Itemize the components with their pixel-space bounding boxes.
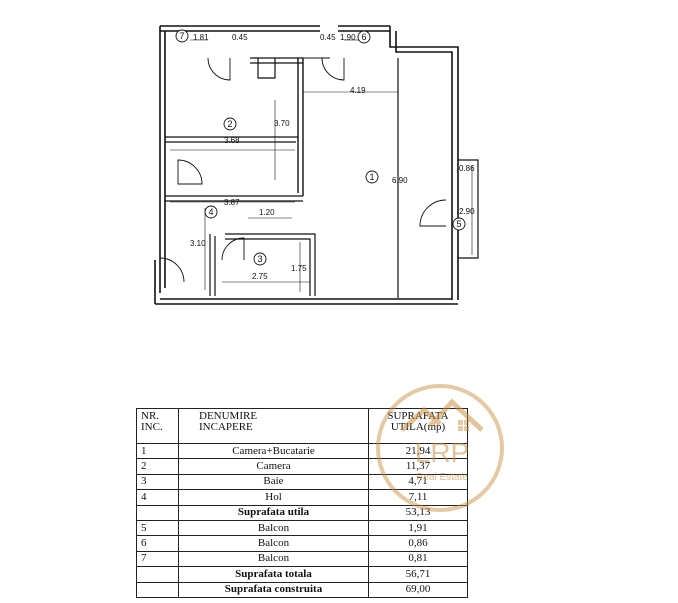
- table-row: 6 Balcon 0,86: [136, 535, 468, 552]
- header-name: DENUMIRE INCAPERE: [178, 408, 369, 444]
- dim-label: 1.81: [193, 33, 209, 42]
- house-roof-icon: [400, 398, 484, 432]
- room-number-4: 4: [208, 207, 213, 217]
- dim-label: 2.90: [459, 207, 475, 216]
- room-number-5: 5: [456, 219, 461, 229]
- table-row-subtotal: Suprafata utila 53,13: [136, 504, 468, 521]
- floor-plan: 1.81 0.45 0.45 1.90 4.19 3.70 3.68 6.90 …: [154, 25, 479, 305]
- table-row: 1 Camera+Bucatarie 21,94: [136, 442, 468, 460]
- area-table: NR. INC. DENUMIRE INCAPERE SUPRAFATA UTI…: [136, 408, 468, 598]
- room-number-1: 1: [369, 172, 374, 182]
- room-number-2: 2: [227, 119, 232, 129]
- dim-label: 3.70: [274, 119, 290, 128]
- dim-label: 0.45: [320, 33, 336, 42]
- dim-label: 0.86: [459, 164, 475, 173]
- dim-label: 6.90: [392, 176, 408, 185]
- dim-label: 3.87: [224, 198, 240, 207]
- header-nr: NR. INC.: [136, 408, 179, 444]
- table-row-built: Suprafata construita 69,00: [136, 581, 468, 598]
- room-number-3: 3: [257, 254, 262, 264]
- table-row: 2 Camera 11,37: [136, 458, 468, 475]
- dim-label: 1.90: [340, 33, 356, 42]
- table-row: 7 Balcon 0,81: [136, 550, 468, 568]
- dim-label: 4.19: [350, 86, 366, 95]
- lrp-logo-watermark: LRP Real Estate: [376, 384, 504, 512]
- room-number-6: 6: [361, 32, 366, 42]
- table-row: 5 Balcon 1,91: [136, 519, 468, 537]
- dim-label: 1.20: [259, 208, 275, 217]
- logo-brand-text: LRP: [415, 437, 469, 468]
- logo-subtitle-text: Real Estate: [416, 472, 468, 483]
- dim-label: 3.10: [190, 239, 206, 248]
- dim-label: 1.75: [291, 264, 307, 273]
- table-row: 4 Hol 7,11: [136, 489, 468, 506]
- room-number-7: 7: [179, 31, 184, 41]
- dim-label: 2.75: [252, 272, 268, 281]
- dim-label: 3.68: [224, 136, 240, 145]
- dim-label: 0.45: [232, 33, 248, 42]
- table-row-total: Suprafata totala 56,71: [136, 566, 468, 583]
- table-row: 3 Baie 4,71: [136, 473, 468, 491]
